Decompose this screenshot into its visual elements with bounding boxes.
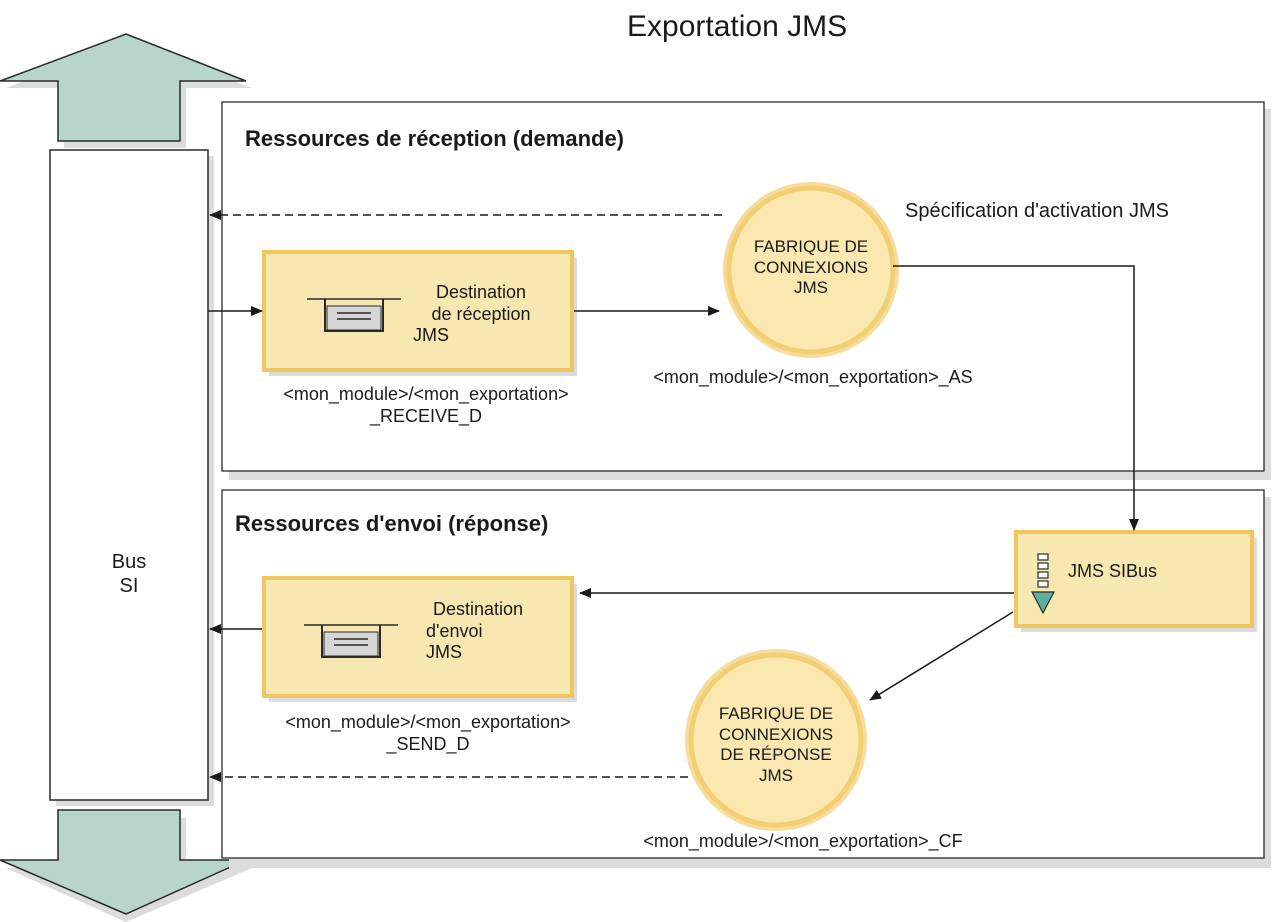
jms-reply-connection-factory-circle bbox=[685, 649, 867, 831]
jms-sibus-label: JMS SIBus bbox=[1068, 561, 1158, 581]
bus-si-arrow bbox=[0, 33, 252, 922]
sibus-to-reply-factory-arrow bbox=[869, 611, 1014, 701]
bus-arrow-top bbox=[0, 33, 247, 142]
jms-connection-factory-circle bbox=[723, 182, 899, 358]
send-destination-label-line: d'envoi bbox=[426, 620, 483, 641]
jms-connection-factory-label-line: JMS bbox=[794, 278, 828, 298]
jms-connection-factory-label-line: FABRIQUE DE bbox=[753, 237, 869, 256]
send-destination-name-line: _SEND_D bbox=[386, 733, 470, 754]
bus-arrow-bottom bbox=[0, 809, 247, 915]
activation-spec-label: Spécification d'activation JMS bbox=[905, 200, 1169, 222]
message-queue-icon bbox=[304, 624, 398, 658]
receive-destination-box bbox=[262, 250, 577, 376]
bus-si-label-line: SI bbox=[119, 575, 139, 597]
diagram-title: Exportation JMS bbox=[627, 10, 848, 43]
bus-si-label: Bus SI bbox=[79, 550, 179, 598]
send-destination-label-line: JMS bbox=[426, 642, 462, 663]
connectors bbox=[208, 210, 1139, 782]
send-resources-heading: Ressources d'envoi (réponse) bbox=[235, 511, 549, 536]
jms-reply-connection-factory-label-line: CONNEXIONS bbox=[718, 724, 834, 744]
bus-shaft bbox=[49, 149, 209, 801]
activation-spec-name: <mon_module>/<mon_exportation>_AS bbox=[653, 367, 973, 387]
jms-reply-connection-factory-label-line: FABRIQUE DE bbox=[718, 704, 834, 723]
message-queue-icon bbox=[307, 298, 401, 332]
bus-si-label-line: Bus bbox=[111, 551, 147, 573]
receive-destination-name: <mon_module>/<mon_exportation> _RECEIVE_… bbox=[254, 384, 598, 427]
jms-connection-factory-label-line: CONNEXIONS bbox=[753, 257, 869, 277]
service-integration-bus-icon bbox=[1031, 553, 1055, 615]
jms-reply-connection-factory-label-line: JMS bbox=[759, 766, 793, 786]
jms-sibus-box bbox=[1014, 530, 1257, 632]
jms-reply-connection-factory-label: FABRIQUE DE CONNEXIONS DE RÉPONSE JMS bbox=[686, 704, 866, 787]
receive-destination-name-line: _RECEIVE_D bbox=[369, 405, 483, 426]
receive-destination-label-line: JMS bbox=[413, 325, 449, 346]
send-destination-box bbox=[262, 576, 577, 702]
send-destination-label-line: Destination bbox=[432, 599, 524, 619]
receive-resources-heading: Ressources de réception (demande) bbox=[245, 126, 625, 151]
send-destination-label: Destination d'envoi JMS bbox=[402, 599, 554, 664]
receive-destination-label-line: Destination bbox=[435, 282, 527, 302]
send-destination-name-line: <mon_module>/<mon_exportation> bbox=[285, 712, 571, 732]
factory-to-sibus-connector bbox=[893, 265, 1139, 531]
receive-destination-label: Destination de réception JMS bbox=[405, 282, 557, 347]
receive-destination-label-line: de réception bbox=[431, 303, 531, 324]
jms-reply-connection-factory-label-line: DE RÉPONSE bbox=[720, 745, 832, 765]
reply-factory-name: <mon_module>/<mon_exportation>_CF bbox=[643, 831, 963, 851]
receive-destination-name-line: <mon_module>/<mon_exportation> bbox=[283, 384, 569, 404]
send-destination-name: <mon_module>/<mon_exportation> _SEND_D bbox=[256, 712, 600, 755]
jms-connection-factory-label: FABRIQUE DE CONNEXIONS JMS bbox=[721, 237, 901, 299]
